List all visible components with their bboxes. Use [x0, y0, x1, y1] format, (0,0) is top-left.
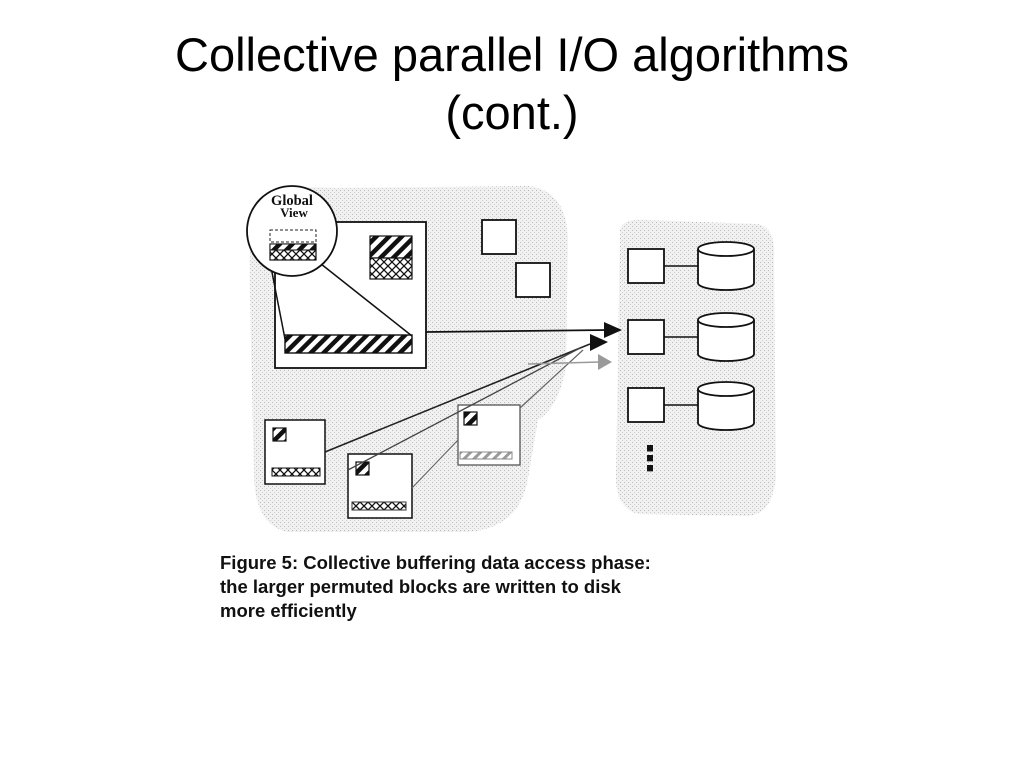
buffer-to-io-arrowhead: [604, 322, 622, 338]
magnifier-line-right: [315, 259, 413, 337]
magnifier-label-line-2: View: [280, 205, 308, 220]
title-line-2: (cont.): [445, 86, 579, 139]
slide-title: Collective parallel I/O algorithms (cont…: [0, 26, 1024, 142]
buffer-to-io-arrow-line: [425, 329, 609, 333]
compute-node-c-strip: [459, 451, 513, 460]
node-a-data-path: [324, 343, 591, 453]
permuted-buffer-block: [284, 334, 413, 354]
compute-node-b-strip: [351, 501, 407, 511]
compute-node-c-marker: [463, 411, 478, 426]
node-c-data-path: [519, 349, 584, 409]
incoming-diagonal-block: [369, 235, 413, 259]
caption-line-3: more efficiently: [220, 600, 357, 621]
disk-1: [697, 241, 755, 291]
global-view-row-1: [269, 229, 317, 243]
compute-node-b-marker: [355, 461, 370, 476]
disk-2: [697, 312, 755, 362]
magnifier-label-line-1: Global: [271, 193, 313, 209]
caption-line-2: the larger permuted blocks are written t…: [220, 576, 621, 597]
io-node-3: [627, 387, 665, 423]
compute-node-a-strip: [271, 467, 321, 477]
io-nodes-background: [616, 219, 776, 516]
caption-line-1: Figure 5: Collective buffering data acce…: [220, 552, 651, 573]
title-line-1: Collective parallel I/O algorithms: [175, 28, 849, 81]
collective-buffering-figure: Global View: [228, 178, 788, 540]
global-view-row-2-diag: [269, 243, 317, 251]
node-b-to-c-link: [411, 439, 459, 489]
node-a-arrowhead: [590, 334, 608, 351]
compute-node-a-marker: [272, 427, 287, 442]
io-node-2: [627, 319, 665, 355]
magnifier-line-left: [269, 261, 286, 340]
incoming-crosshatch-block: [369, 257, 413, 280]
node-b-data-path: [347, 347, 581, 471]
figure-caption: Figure 5: Collective buffering data acce…: [220, 551, 782, 623]
figure-drawing: Global View: [246, 185, 776, 532]
io-node-1: [627, 248, 665, 284]
disk-3: [697, 381, 755, 431]
shadow-arrowhead: [598, 354, 612, 370]
compute-node-small-2: [515, 262, 551, 298]
compute-node-small-1: [481, 219, 517, 255]
more-nodes-ellipsis: ⋮: [633, 439, 667, 479]
shadow-path: [527, 361, 601, 365]
